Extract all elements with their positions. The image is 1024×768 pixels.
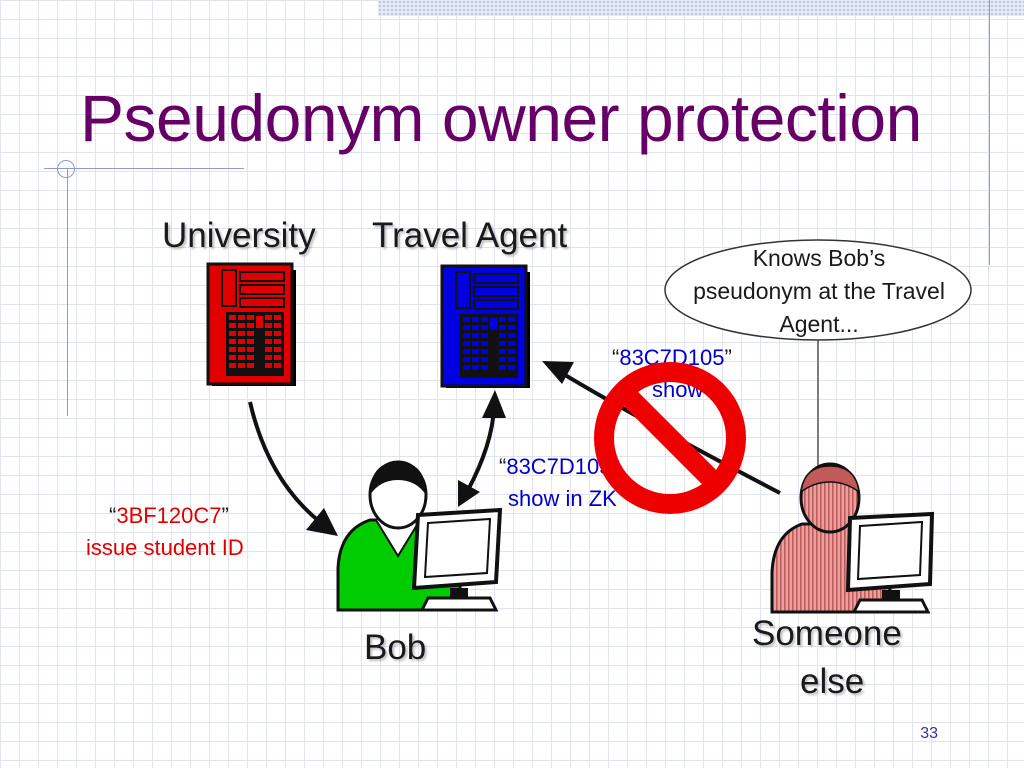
issue-action-label: issue student ID [86,535,244,560]
university-server-icon [206,262,296,386]
prohibition-icon [594,362,746,514]
travel-agent-server-icon [440,264,530,388]
university-label: University [162,216,316,255]
someone-else-label-line1: Someone [752,614,902,653]
show-double-arrow [458,390,506,507]
travel-agent-label: Travel Agent [372,216,568,255]
decoration-horizontal-line [44,168,244,169]
decoration-vertical-line [989,0,990,265]
someone-else-label-line2: else [800,662,865,701]
slide-title: Pseudonym owner protection [80,81,922,155]
callout-text: Knows Bob’s pseudonym at the Travel Agen… [666,242,972,341]
issue-code-label: “3BF120C7” [109,503,229,528]
someone-else-computer-icon [845,511,935,614]
page-number: 33 [920,725,938,742]
decoration-left-line [67,168,68,416]
callout-line-3: Agent... [779,311,859,337]
callout-line-2: pseudonym at the Travel [693,278,945,304]
issue-arrow [248,401,338,536]
decoration-circle [57,160,75,178]
callout-line-1: Knows Bob’s [752,245,886,271]
show-action-label: show in ZK [508,486,617,511]
header-decoration-band [378,0,1024,16]
bob-computer-icon [411,507,503,612]
bob-label: Bob [364,628,427,667]
